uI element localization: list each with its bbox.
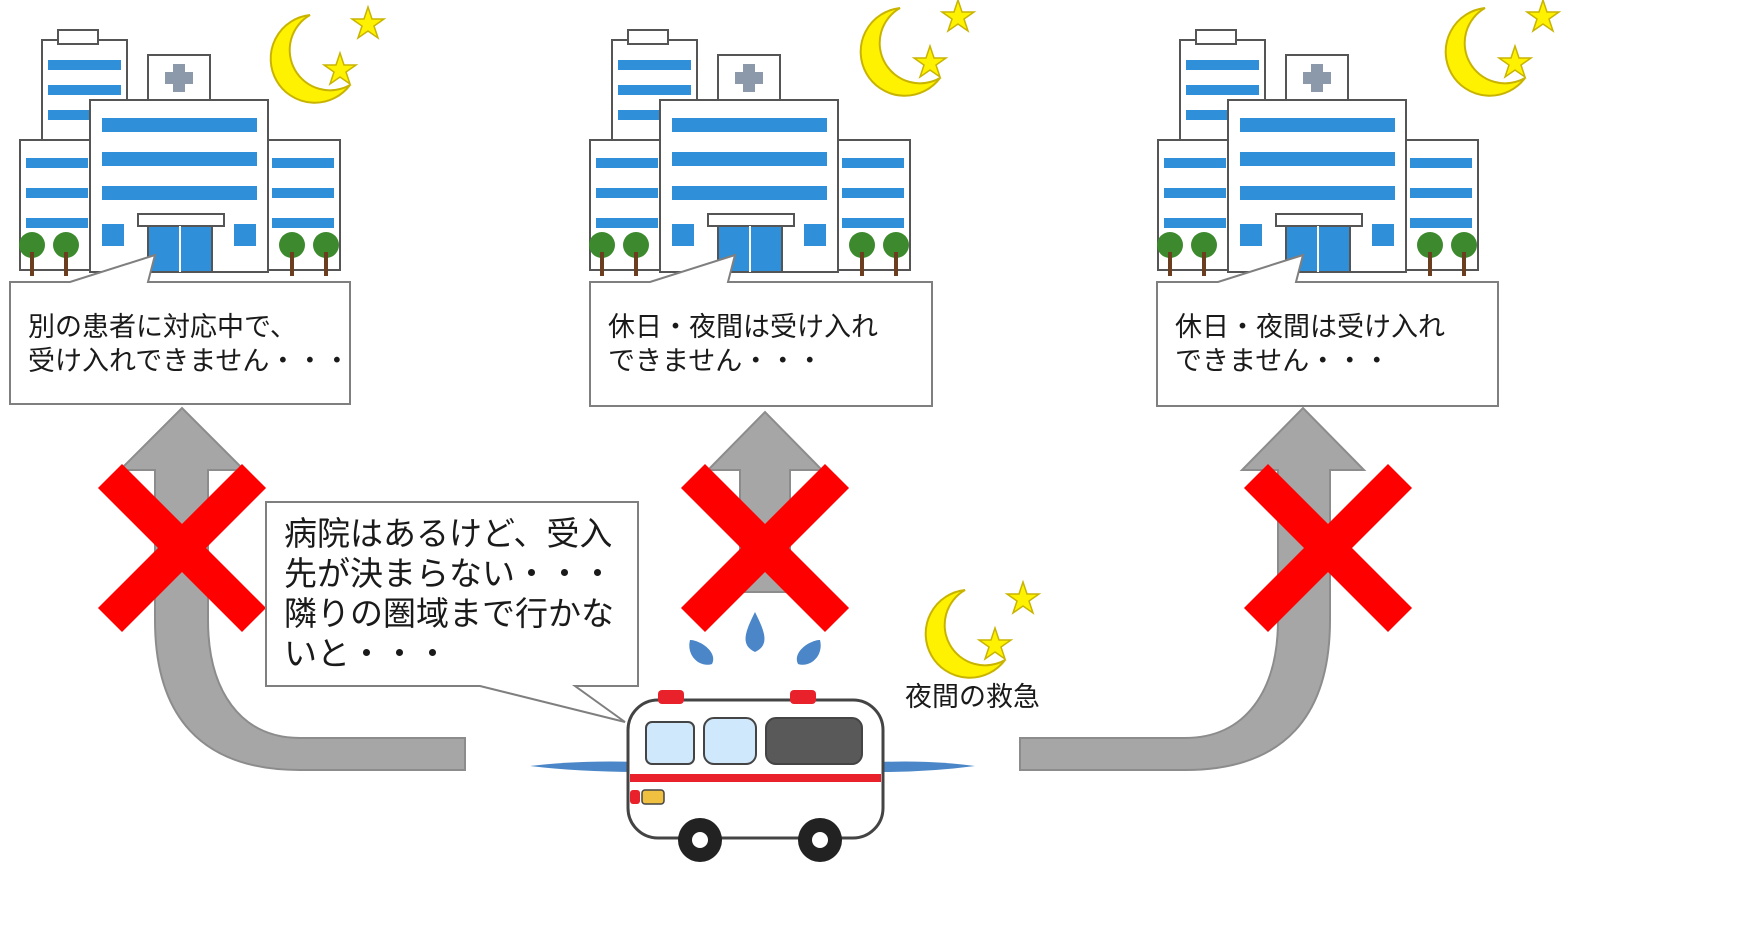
hospital-3-message-line-1: 休日・夜間は受け入れ (1175, 312, 1445, 343)
hospital-1-bubble: 別の患者に対応中で、 受け入れできません・・・ (9, 253, 351, 405)
hospital-1-message-line-1: 別の患者に対応中で、 (28, 312, 297, 343)
arrow-to-hospital-3 (1019, 406, 1367, 771)
moon-star-icon-2 (859, 0, 975, 97)
hospital-1-message-line-2: 受け入れできません・・・ (28, 346, 350, 377)
hospital-3 (1156, 29, 1479, 277)
hospital-2-message-line-2: できません・・・ (608, 346, 823, 377)
ambulance-speech-line-4: いと・・・ (284, 634, 449, 673)
hospital-2-message-line-1: 休日・夜間は受け入れ (608, 312, 878, 343)
moon-star-icon-1 (269, 6, 385, 104)
ambulance-speech-line-3: 隣りの圏域まで行かな (284, 594, 614, 633)
sweat-drops-icon (689, 612, 821, 665)
hospital-2 (588, 29, 911, 277)
moon-star-icon-3 (1444, 0, 1560, 97)
night-emergency-caption: 夜間の救急 (905, 682, 1040, 713)
ambulance-speech-line-2: 先が決まらない・・・ (284, 554, 614, 593)
hospital-3-message-line-2: できません・・・ (1175, 346, 1390, 377)
ambulance-illustration (530, 612, 975, 862)
hospital-2-bubble: 休日・夜間は受け入れ できません・・・ (589, 253, 933, 407)
moon-star-icon-4 (924, 581, 1040, 679)
ambulance-speech-bubble: 病院はあるけど、受入 先が決まらない・・・ 隣りの圏域まで行かな いと・・・ (265, 501, 639, 723)
ambulance-speech-line-1: 病院はあるけど、受入 (284, 514, 612, 553)
arrow-to-hospital-1 (117, 406, 466, 771)
hospital-3-bubble: 休日・夜間は受け入れ できません・・・ (1156, 253, 1499, 407)
